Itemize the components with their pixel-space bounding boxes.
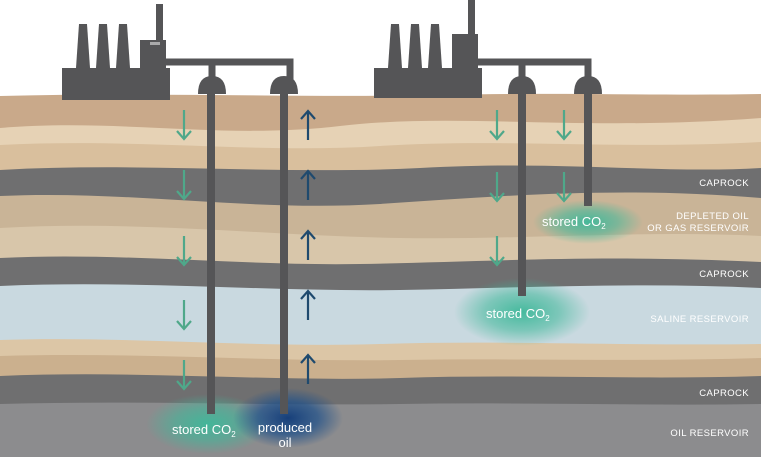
stratum-oil-reservoir xyxy=(0,402,761,457)
stored-co2-label-oil-reservoir: stored CO2 xyxy=(172,422,236,439)
co2-plume-depleted xyxy=(533,200,643,244)
oil-plume xyxy=(233,388,343,448)
layer-label-depleted-line2: OR GAS RESERVOIR xyxy=(647,223,749,234)
stored-co2-label-saline: stored CO2 xyxy=(486,306,550,323)
layer-label-oil-reservoir: OIL RESERVOIR xyxy=(670,428,749,439)
injection-arrows-right xyxy=(489,110,572,267)
co2-plume-saline xyxy=(454,278,590,346)
injection-arrows-left xyxy=(176,110,192,391)
produced-oil-label: produced oil xyxy=(245,420,325,450)
layer-label-caprock-2: CAPROCK xyxy=(699,269,749,280)
produced-oil-line1: produced xyxy=(257,420,313,435)
right-surface-pipe xyxy=(478,58,592,80)
production-arrows xyxy=(300,109,316,384)
power-plant-right-icon xyxy=(374,0,482,98)
depleted-injection-wellhead xyxy=(574,76,602,94)
layer-label-caprock-3: CAPROCK xyxy=(699,388,749,399)
production-well-pipe xyxy=(280,94,288,414)
depleted-injection-pipe xyxy=(584,94,592,206)
production-wellhead-left xyxy=(270,76,298,94)
injection-wellhead-left xyxy=(198,76,226,94)
produced-oil-line2: oil xyxy=(278,435,292,450)
saline-injection-pipe xyxy=(518,94,526,296)
left-surface-pipe xyxy=(166,58,294,80)
layer-label-depleted-reservoir: DEPLETED OIL OR GAS RESERVOIR xyxy=(647,211,749,235)
layer-label-caprock-1: CAPROCK xyxy=(699,178,749,189)
saline-injection-wellhead xyxy=(508,76,536,94)
layer-label-saline-reservoir: SALINE RESERVOIR xyxy=(650,314,749,325)
stored-co2-label-depleted: stored CO2 xyxy=(542,214,606,231)
layer-label-depleted-line1: DEPLETED OIL xyxy=(676,211,749,222)
injection-well-pipe xyxy=(207,94,215,414)
